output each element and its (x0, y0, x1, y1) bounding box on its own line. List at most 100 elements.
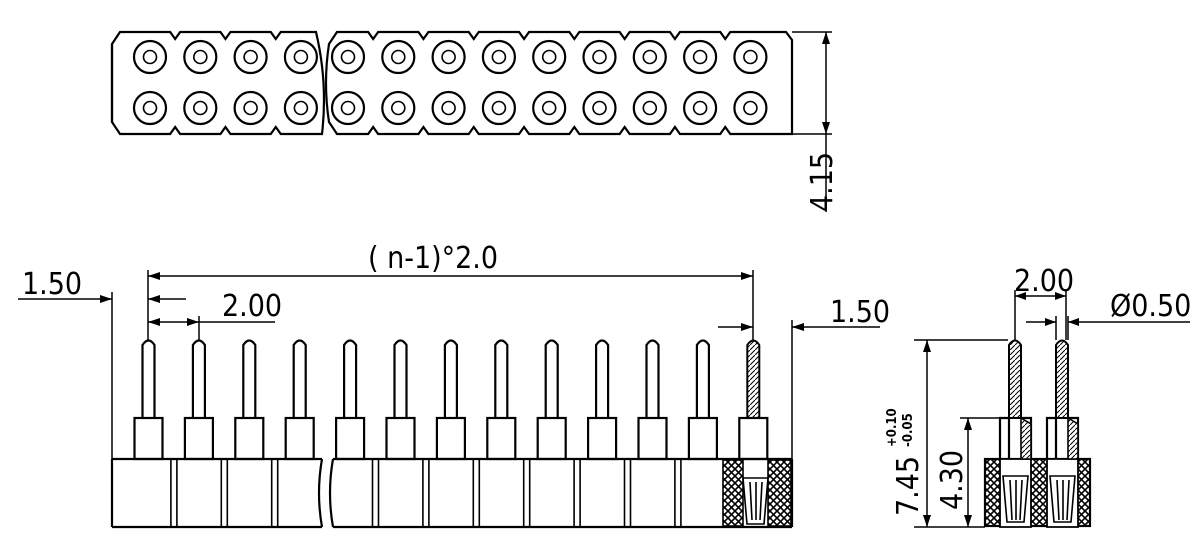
hole-outer (381, 39, 416, 75)
pin-tail (343, 339, 358, 418)
pin-shoulder (335, 416, 366, 461)
overall-pitch-label: ( n-1)°2.0 (368, 241, 498, 276)
right-offset-dimension (718, 320, 880, 459)
pin-shoulder (385, 416, 416, 461)
overall-pitch-dimension (147, 270, 754, 340)
pin-tail (292, 339, 307, 418)
pin-shoulder (284, 416, 315, 461)
hole-outer (733, 90, 768, 126)
body-height-label: 4.30 (935, 450, 970, 510)
tolerance-minus-label: -0.05 (901, 413, 916, 447)
height-label: 4.15 (805, 152, 840, 212)
right-offset-label: 1.50 (830, 295, 890, 330)
pitch-label: 2.00 (222, 289, 282, 324)
side-view: 2.00 Ø0.50 7.45 +0.10 -0.05 (885, 264, 1191, 528)
hole-inner (441, 49, 456, 65)
diameter-dimension (1026, 316, 1190, 340)
hole-inner (491, 100, 507, 116)
hole-inner (293, 100, 309, 116)
pin-shoulder (183, 416, 214, 461)
left-offset-label: 1.50 (22, 267, 82, 302)
total-height-label: 7.45 (891, 456, 926, 516)
hole-outer (183, 39, 218, 75)
top-view: 4.15 (110, 30, 840, 212)
hole-inner (390, 100, 406, 116)
hole-inner (243, 100, 258, 116)
total-height-dimension (914, 339, 1008, 528)
hole-outer (233, 39, 268, 75)
hole-inner (293, 49, 309, 65)
hole-inner (142, 49, 158, 65)
hole-outer (582, 90, 617, 126)
hole-outer (381, 90, 416, 126)
hole-outer (431, 39, 466, 75)
hole-outer (330, 90, 366, 126)
pin-shoulder (435, 416, 466, 461)
hole-outer (632, 90, 667, 126)
pin-shoulder (687, 416, 719, 461)
hole-inner (743, 100, 758, 116)
top-outline-segment (110, 30, 326, 136)
height-dimension (792, 31, 832, 212)
pin-diameter-label: Ø0.50 (1110, 289, 1191, 324)
hole-outer (183, 90, 218, 126)
front-view: ( n-1)°2.0 1.50 2.00 1.50 (18, 241, 890, 529)
hole-outer (431, 90, 466, 126)
pin-shoulder (234, 416, 265, 461)
hole-inner (592, 49, 607, 65)
top-hole-array (132, 39, 768, 126)
pin-tail (645, 339, 660, 418)
pin-tail (595, 339, 610, 418)
pin-tail (443, 339, 458, 418)
hole-outer (632, 39, 667, 75)
hole-inner (340, 49, 356, 65)
hole-outer (330, 39, 366, 75)
hole-inner (142, 100, 158, 116)
hole-inner (390, 49, 406, 65)
hole-inner (441, 100, 456, 116)
pin-tail (393, 339, 408, 418)
hole-outer (682, 39, 718, 75)
top-view-outline (110, 30, 794, 136)
pin-tail (191, 339, 206, 418)
pin-shoulder (536, 416, 567, 461)
hole-inner (692, 49, 708, 65)
front-housing (110, 457, 794, 529)
hole-inner (193, 100, 208, 116)
hole-inner (642, 100, 658, 116)
hole-outer (532, 39, 567, 75)
hole-inner (491, 49, 507, 65)
hole-outer (283, 39, 318, 75)
body-height-dimension (960, 417, 1000, 527)
pin-tail (141, 339, 156, 418)
hole-inner (743, 49, 758, 65)
pin-tail (242, 339, 257, 418)
side-pins (998, 339, 1080, 460)
pin-shoulder (133, 416, 164, 461)
pin-tail (494, 339, 509, 418)
tolerance-plus-label: +0.10 (885, 408, 900, 447)
side-pitch-label: 2.00 (1014, 264, 1074, 299)
hole-outer (132, 90, 168, 126)
hole-inner (340, 100, 356, 116)
pin-tail (695, 339, 710, 418)
pin-shoulder (586, 416, 618, 461)
hole-inner (642, 49, 658, 65)
pin-shoulder (486, 416, 517, 461)
side-pitch-dimension (1014, 290, 1067, 340)
left-offset-dimension (18, 292, 186, 459)
hole-inner (193, 49, 208, 65)
hole-outer (582, 39, 617, 75)
hole-inner (592, 100, 607, 116)
pin-shoulder (637, 416, 668, 461)
hole-outer (233, 90, 268, 126)
pin-shoulder (738, 416, 769, 461)
top-outline-segment (324, 30, 794, 136)
hole-outer (481, 90, 516, 126)
pin-tail (544, 339, 559, 418)
pitch-dimension (148, 316, 275, 340)
hole-inner (243, 49, 258, 65)
hole-outer (733, 39, 768, 75)
hole-outer (132, 39, 168, 75)
